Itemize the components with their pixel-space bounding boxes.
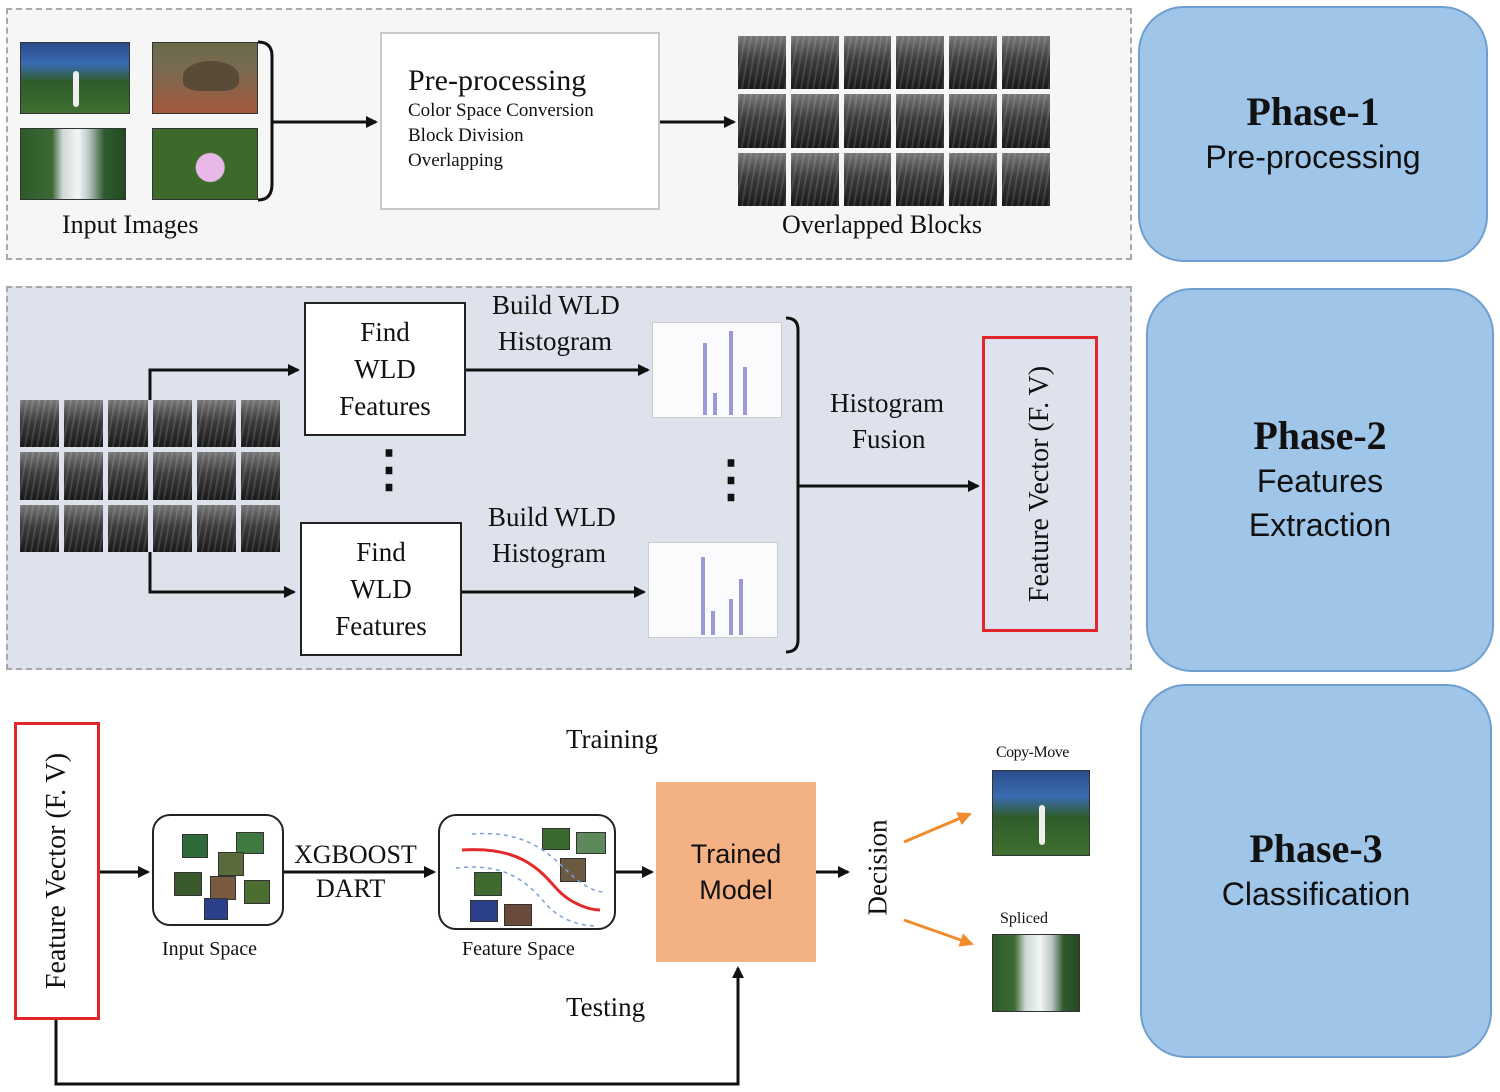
phase3-subtitle: Classification [1221,876,1411,912]
feature-space-label: Feature Space [462,938,575,960]
overlapped-blocks-label: Overlapped Blocks [782,210,983,239]
histogram-bracket [785,316,800,654]
histogram-fusion-line2: Fusion [852,424,926,454]
feature-space-margin-lower [455,866,599,927]
arrow-decision-copy-move [903,812,972,844]
testing-path [54,966,744,1086]
trained-model-box: Trained Model [656,782,816,962]
feature-space-box [438,814,616,930]
phase2-blocks-grid [20,400,280,552]
phase1-card: Phase-1 Pre-processing [1138,6,1488,262]
phase2-band [6,286,1132,670]
find-wld-top-line2: WLD [354,353,416,384]
input-space-label: Input Space [162,938,257,960]
feature-space-boundary-curve [461,848,601,912]
input-image-egret [20,42,130,114]
find-wld-features-bottom: Find WLD Features [300,522,462,656]
dart-label: DART [316,874,386,903]
find-wld-bottom-line2: WLD [350,573,412,604]
vertical-ellipsis-right: ⋮ [706,451,756,507]
testing-label: Testing [566,992,646,1022]
input-space-box [152,814,284,926]
find-wld-bottom-line1: Find [356,536,406,567]
input-images-bracket [257,40,274,202]
build-wld-top-line2: Histogram [498,326,612,356]
phase3-title: Phase-3 [1249,826,1383,871]
phase2-card: Phase-2 Features Extraction [1146,288,1494,672]
vertical-ellipsis-left: ⋮ [364,441,414,497]
preprocessing-title: Pre-processing [408,64,587,97]
spliced-label: Spliced [1000,910,1048,927]
copy-move-image [992,770,1090,856]
feature-vector-box-phase2: Feature Vector (F. V) [982,336,1098,632]
histogram-fusion-line1: Histogram [830,388,944,418]
preprocessing-box: Pre-processing Color Space Conversion Bl… [380,32,660,210]
split-line-bottom [148,552,296,598]
find-wld-bottom-line3: Features [335,610,427,641]
phase3-card: Phase-3 Classification [1140,684,1492,1058]
find-wld-top-line1: Find [360,316,410,347]
histogram-thumbnail-bottom [648,542,778,638]
input-image-tortoise [152,42,258,114]
split-line [148,364,300,400]
trained-model-line2: Model [699,875,773,905]
xgboost-label: XGBOOST [294,840,417,869]
preprocessing-step-2: Block Division [408,125,524,146]
phase1-title: Phase-1 [1246,89,1380,134]
spliced-image [992,934,1080,1012]
preprocessing-step-1: Color Space Conversion [408,100,594,121]
copy-move-label: Copy-Move [996,744,1069,761]
build-wld-bottom-line2: Histogram [492,538,606,568]
input-image-flowers [152,128,258,200]
input-images-label: Input Images [62,210,199,239]
phase2-subtitle-line2: Extraction [1248,507,1392,543]
find-wld-top-line3: Features [339,390,431,421]
phase2-title: Phase-2 [1253,413,1387,458]
build-wld-top-line1: Build WLD [492,290,620,320]
phase2-subtitle-line1: Features [1256,463,1384,499]
input-image-waterfall [20,128,126,200]
preprocessing-step-3: Overlapping [408,150,503,171]
histogram-thumbnail-top [652,322,782,418]
phase1-subtitle: Pre-processing [1205,139,1421,175]
feature-vector-box-phase3: Feature Vector (F. V) [14,722,100,1020]
find-wld-features-top: Find WLD Features [304,302,466,436]
feature-space-margin-upper [471,832,605,893]
arrow-decision-spliced [903,918,974,947]
trained-model-line1: Trained [690,839,782,869]
build-wld-bottom-line1: Build WLD [488,502,616,532]
training-label: Training [566,724,659,754]
overlapped-blocks-grid [738,36,1050,206]
